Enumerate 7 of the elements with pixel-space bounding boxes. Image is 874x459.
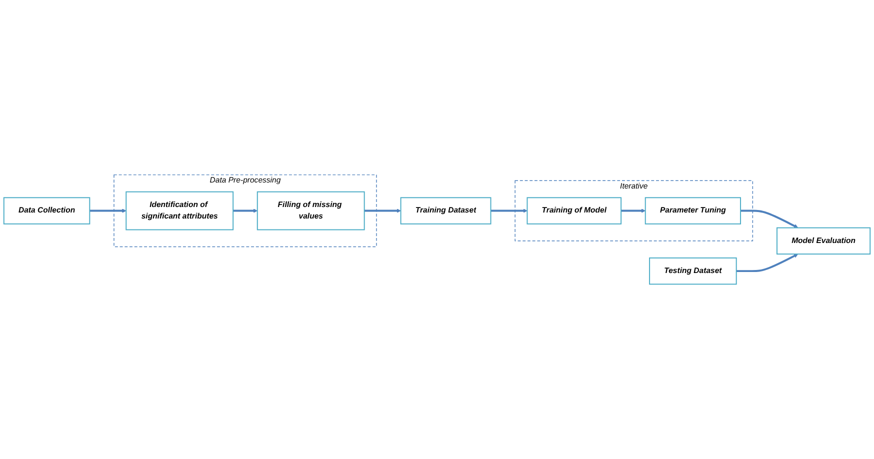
arrow: [364, 208, 401, 213]
arrow: [621, 208, 646, 213]
arrow: [740, 210, 798, 228]
arrow: [233, 208, 258, 213]
arrow: [736, 254, 798, 272]
arrow: [90, 208, 126, 213]
arrow: [490, 208, 528, 213]
